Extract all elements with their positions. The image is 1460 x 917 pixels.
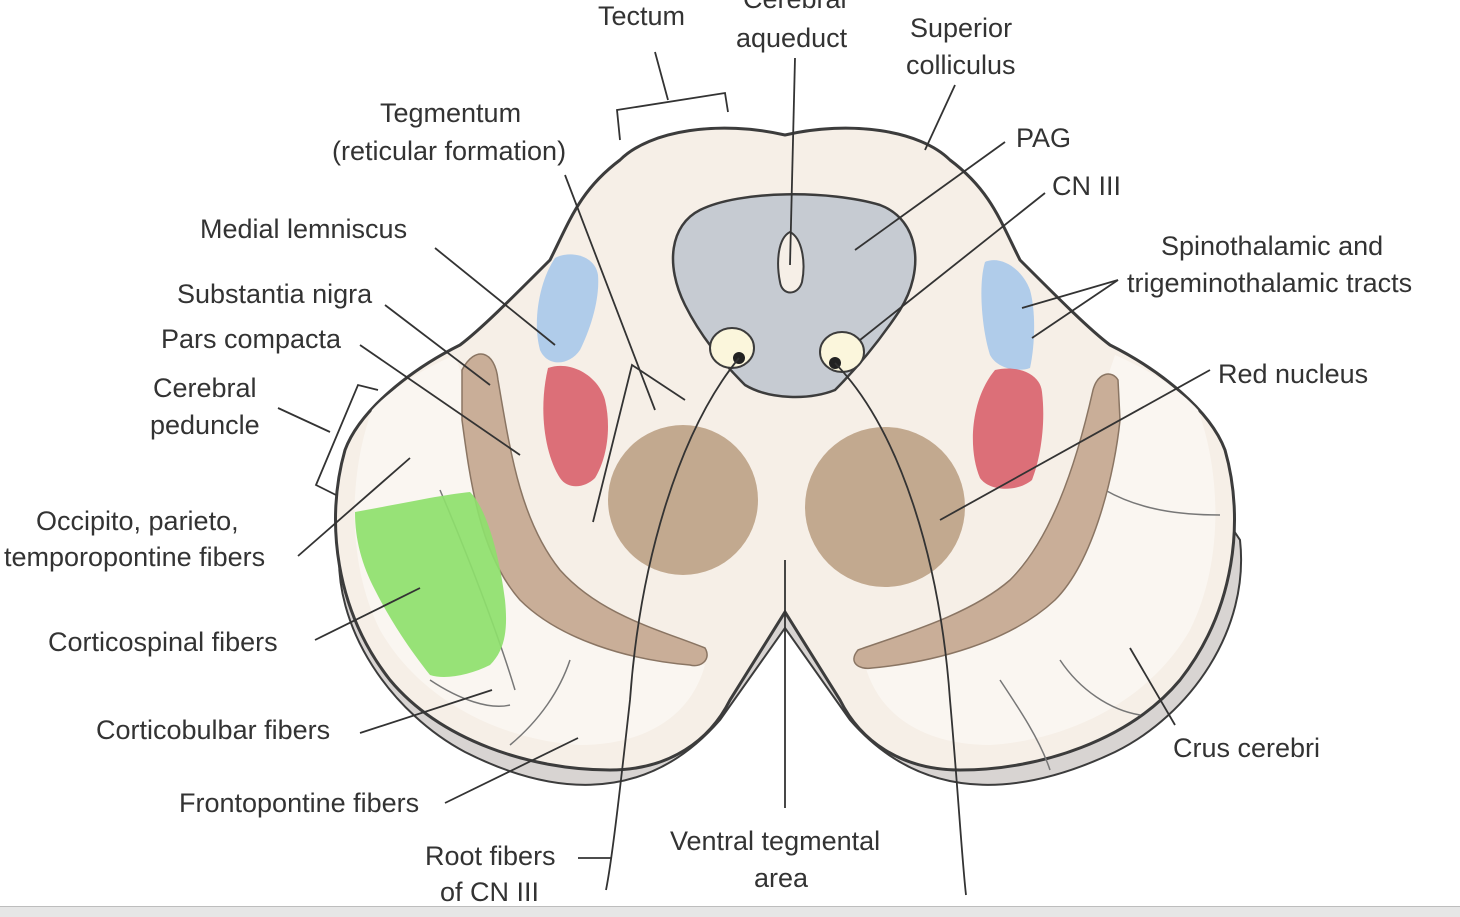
cn3-leader — [859, 192, 1046, 341]
tegmentum-arrow — [592, 363, 686, 523]
leader-lines — [277, 51, 1211, 859]
aqueduct-leader — [789, 57, 796, 266]
tectum-bracket — [616, 91, 729, 141]
label-occipito-line2: temporopontine fibers — [4, 542, 265, 572]
label-spinothalamic-line2: trigeminothalamic tracts — [1127, 268, 1412, 298]
right-root-fiber — [834, 362, 967, 896]
crus-fiber-line — [1104, 489, 1221, 516]
label-occipito-line1: Occipito, parieto, — [36, 506, 239, 536]
medial-lemniscus-leader — [434, 247, 556, 346]
crus-fiber-line — [999, 679, 1051, 771]
right-cn3-nucleus — [819, 331, 865, 373]
label-root-fibers-line1: Root fibers — [425, 841, 556, 871]
pag-leader — [854, 141, 1006, 251]
label-tegmentum-line1: Tegmentum — [380, 98, 521, 128]
right-spinothalamic-highlight — [981, 260, 1035, 370]
left-red-nucleus — [608, 425, 758, 575]
peduncle-leader — [277, 407, 331, 433]
corticospinal-leader — [314, 587, 421, 641]
frontopontine-leader — [444, 737, 579, 804]
label-root-fibers-line2: of CN III — [440, 877, 539, 907]
label-tectum: Tectum — [598, 1, 685, 31]
right-medial-lemniscus-highlight — [972, 368, 1044, 489]
label-superior-colliculus-line1: Superior — [910, 13, 1012, 43]
sup-coll-leader — [924, 84, 956, 151]
label-crus-cerebri: Crus cerebri — [1173, 733, 1320, 763]
label-cerebral-peduncle-line2: peduncle — [150, 410, 260, 440]
label-medial-lemniscus: Medial lemniscus — [200, 214, 407, 244]
left-substantia-nigra — [461, 353, 708, 667]
label-frontopontine: Frontopontine fibers — [179, 788, 419, 818]
label-pars-compacta: Pars compacta — [161, 324, 342, 354]
pars-compacta-leader — [359, 344, 521, 456]
crus-fiber-line — [509, 659, 571, 746]
left-spinothalamic-highlight — [536, 254, 599, 363]
label-vta-line1: Ventral tegmental — [670, 826, 880, 856]
occipito-leader — [297, 457, 411, 557]
left-medial-lemniscus-highlight — [543, 365, 609, 487]
label-aqueduct-line1: Cerebral — [743, 0, 847, 14]
crus-leader — [1129, 647, 1176, 726]
tectum-leader — [654, 51, 669, 101]
label-red-nucleus: Red nucleus — [1218, 359, 1368, 389]
spinothalamic-leader-1 — [1021, 279, 1119, 309]
spinothalamic-leader-2 — [1031, 279, 1119, 339]
label-corticobulbar: Corticobulbar fibers — [96, 715, 330, 745]
red-nucleus-leader — [939, 369, 1211, 521]
label-vta-line2: area — [754, 863, 809, 893]
label-cn3: CN III — [1052, 171, 1121, 201]
left-root-fiber — [605, 357, 740, 891]
left-cn3-nucleus — [709, 327, 755, 369]
right-red-nucleus — [805, 427, 965, 587]
substantia-nigra-leader — [384, 304, 491, 386]
label-spinothalamic-line1: Spinothalamic and — [1161, 231, 1383, 261]
label-substantia-nigra: Substantia nigra — [177, 279, 373, 309]
corticobulbar-leader — [359, 689, 493, 734]
labels: Tectum Cerebral aqueduct Superior collic… — [4, 0, 1412, 907]
label-cerebral-peduncle-line1: Cerebral — [153, 373, 257, 403]
label-aqueduct-line2: aqueduct — [736, 23, 848, 53]
peduncle-bracket — [314, 383, 379, 496]
crus-fiber-line — [1059, 659, 1141, 716]
bottom-strip — [0, 906, 1460, 917]
label-corticospinal: Corticospinal fibers — [48, 627, 278, 657]
right-substantia-nigra — [853, 373, 1121, 670]
label-superior-colliculus-line2: colliculus — [906, 50, 1016, 80]
label-pag: PAG — [1016, 123, 1071, 153]
crus-fiber-line — [429, 679, 511, 707]
corticospinal-green-highlight — [355, 492, 507, 677]
label-tegmentum-line2: (reticular formation) — [332, 136, 566, 166]
